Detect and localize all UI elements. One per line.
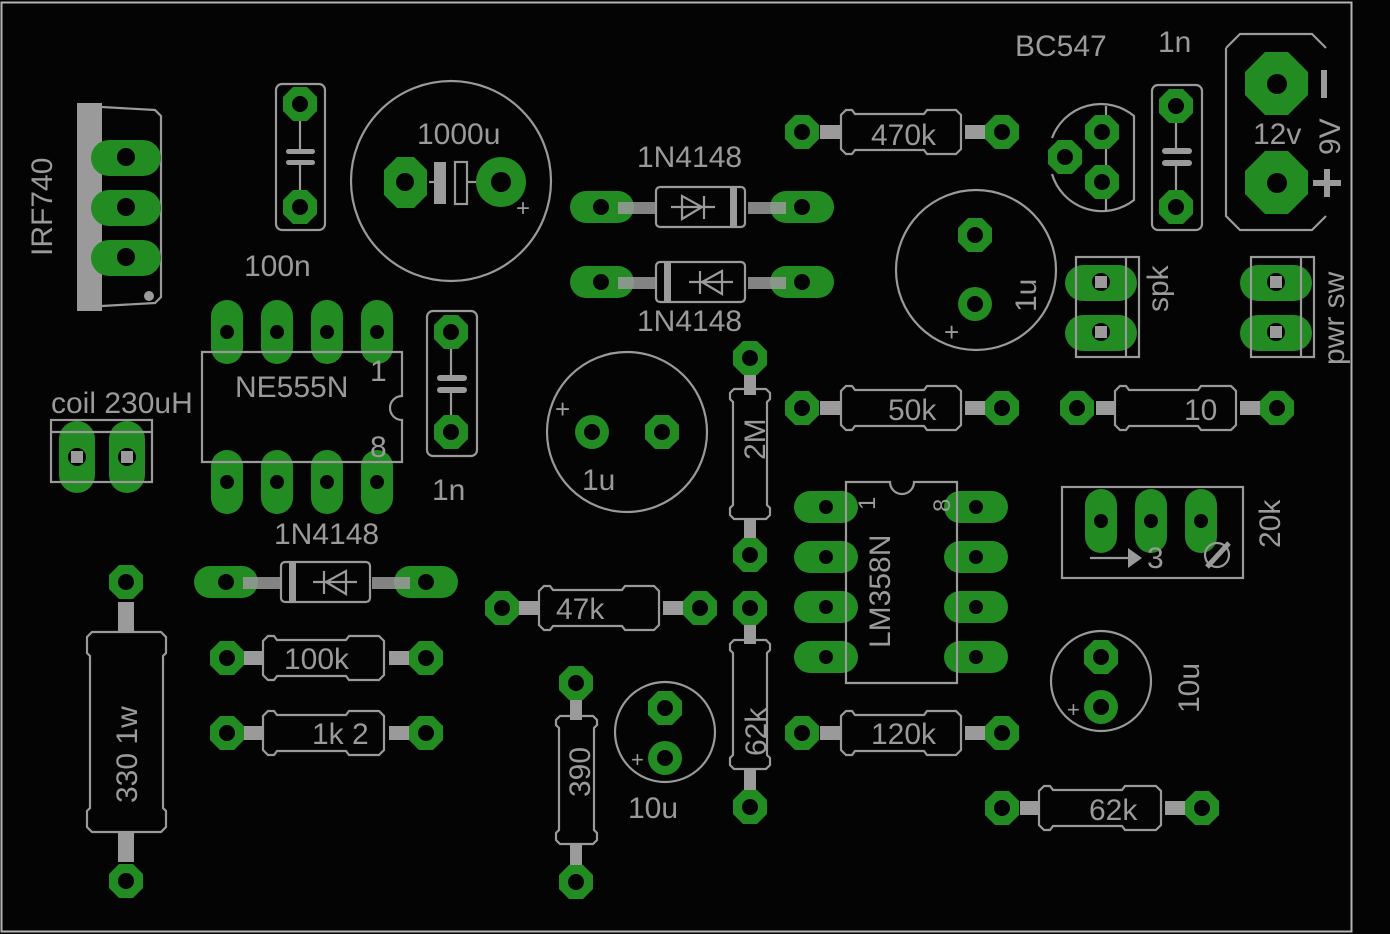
label-100n: 100n: [244, 250, 311, 283]
label-390: 390: [564, 747, 597, 797]
label-coil: coil 230uH: [51, 387, 193, 420]
label-1000u: 1000u: [417, 118, 500, 151]
label-d3: 1N4148: [274, 518, 379, 551]
resistor-120k[interactable]: 120k: [785, 709, 1019, 757]
resistor-62k-vertical[interactable]: 62k: [728, 591, 773, 824]
label-47k: 47k: [556, 593, 605, 626]
capacitor-1000u[interactable]: 1000u +: [349, 79, 553, 283]
label-1n-top: 1n: [1158, 26, 1191, 59]
resistor-100k[interactable]: 100k: [210, 634, 443, 682]
label-bc547: BC547: [1015, 30, 1107, 63]
pin8-marker: 8: [370, 431, 387, 464]
label-10u-center: 10u: [628, 792, 678, 825]
mosfet-irf740[interactable]: IRF740: [26, 103, 163, 311]
capacitor-100n[interactable]: [274, 82, 327, 232]
label-1u-right: 1u: [1010, 279, 1043, 312]
resistor-390[interactable]: 390: [554, 666, 599, 899]
diode-1n4148-a[interactable]: 1N4148: [570, 141, 834, 229]
label-pwr-sw: pwr sw: [1318, 271, 1351, 365]
label-62k-horizontal: 62k: [1089, 794, 1138, 827]
plus-marker: +: [631, 747, 644, 772]
resistor-47k[interactable]: 47k: [485, 584, 717, 632]
label-62k-vertical: 62k: [740, 707, 773, 756]
resistor-2m[interactable]: 2M: [728, 341, 772, 572]
label-9v: 9V: [1314, 118, 1347, 155]
capacitor-1u-center[interactable]: + 1u: [545, 350, 709, 514]
label-20k: 20k: [1254, 499, 1287, 548]
header-coil[interactable]: coil 230uH: [49, 387, 193, 493]
label-2m: 2M: [739, 418, 772, 460]
label-spk: spk: [1142, 264, 1175, 312]
capacitor-10u-center[interactable]: + 10u: [613, 680, 717, 825]
pot-pin-marker: 3: [1147, 542, 1164, 575]
label-ne555n: NE555N: [235, 371, 348, 404]
label-1k2: 1k 2: [312, 718, 369, 751]
capacitor-1u-right[interactable]: + 1u: [894, 188, 1058, 352]
diode-1n4148-c[interactable]: 1N4148: [194, 518, 458, 604]
board-outline: [0, 1, 1353, 933]
diode-1n4148-b[interactable]: 1N4148: [570, 260, 834, 338]
transistor-bc547[interactable]: [1048, 102, 1136, 213]
plus-marker: +: [1067, 697, 1080, 722]
label-d2: 1N4148: [637, 305, 742, 338]
pin1-marker: 1: [370, 355, 387, 388]
pin1-marker: 1: [854, 497, 881, 510]
resistor-330-1w[interactable]: 330 1w: [85, 565, 168, 898]
plus-marker: +: [944, 317, 959, 347]
resistor-1k2[interactable]: 1k 2: [210, 709, 443, 757]
label-120k: 120k: [871, 718, 937, 751]
capacitor-1n-mid[interactable]: [425, 309, 479, 458]
label-10: 10: [1184, 394, 1217, 427]
label-irf740: IRF740: [26, 158, 59, 256]
resistor-10[interactable]: 10: [1060, 384, 1294, 432]
capacitor-1n-top[interactable]: [1150, 83, 1204, 232]
capacitor-10u-right[interactable]: + 10u: [1049, 629, 1206, 733]
pin8-marker: 8: [929, 499, 956, 512]
ic-lm358n[interactable]: LM358N 1 8: [794, 480, 1008, 685]
label-50k: 50k: [888, 394, 937, 427]
label-1n-mid: 1n: [432, 474, 465, 507]
trimpot-20k[interactable]: 3 20k: [1060, 485, 1287, 580]
label-10u-right: 10u: [1173, 663, 1206, 713]
resistor-50k[interactable]: 50k: [785, 384, 1019, 432]
label-1u-center: 1u: [582, 464, 615, 497]
power-jack[interactable]: 12v 9V: [1224, 32, 1347, 232]
label-d1: 1N4148: [637, 141, 742, 174]
label-330-1w: 330 1w: [111, 706, 144, 803]
header-spk[interactable]: spk: [1065, 255, 1175, 359]
ic-ne555n[interactable]: NE555N 1 8: [200, 300, 404, 514]
label-lm358n: LM358N: [864, 535, 897, 648]
label-12v: 12v: [1253, 118, 1301, 151]
label-100k: 100k: [284, 643, 350, 676]
resistor-62k-horizontal[interactable]: 62k: [985, 784, 1219, 832]
header-pwr-sw[interactable]: pwr sw: [1240, 255, 1351, 365]
label-470k: 470k: [871, 119, 937, 152]
resistor-470k[interactable]: 470k: [785, 108, 1019, 156]
plus-marker: +: [555, 394, 570, 424]
plus-marker: +: [516, 195, 530, 222]
